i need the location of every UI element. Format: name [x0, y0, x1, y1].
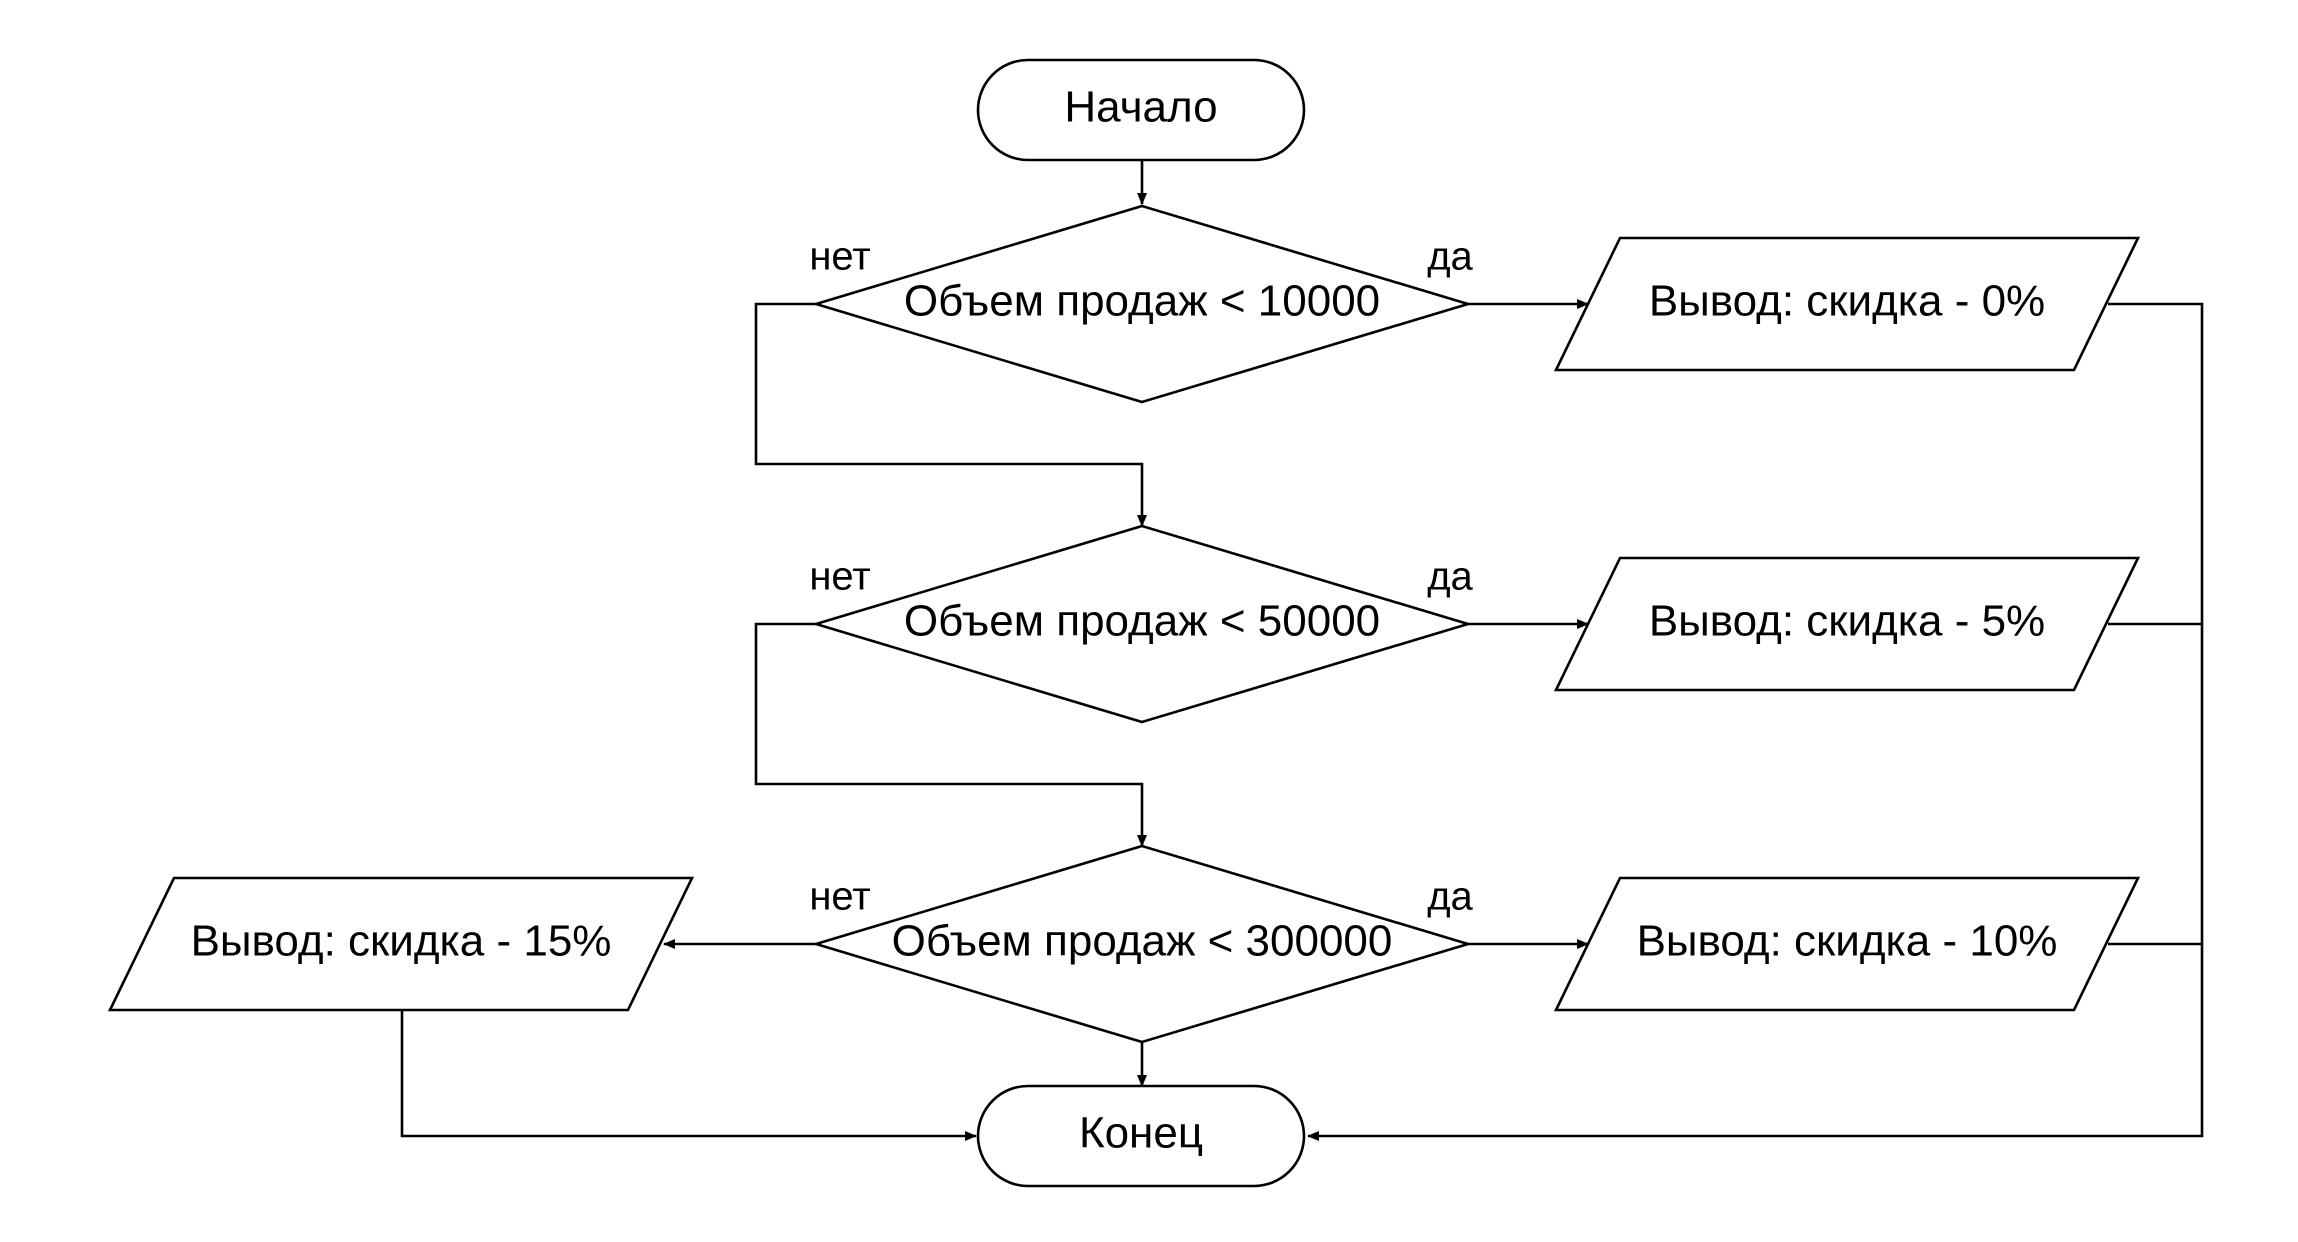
output-node-15: Вывод: скидка - 15%: [107, 876, 695, 1012]
output-0-label: Вывод: скидка - 0%: [1649, 277, 2045, 326]
decision-3-no-label: нет: [809, 875, 870, 919]
edge-out15-to-end: [400, 1010, 977, 1141]
end-node: Конец: [976, 1084, 1306, 1188]
decision-1-label: Объем продаж < 10000: [904, 277, 1380, 326]
decision-node-3: Объем продаж < 300000 нет да: [809, 844, 1474, 1044]
edge-cond2-no-to-cond3: [754, 622, 1147, 847]
decision-2-yes-label: да: [1427, 555, 1473, 599]
decision-3-label: Объем продаж < 300000: [892, 917, 1393, 966]
decision-3-yes-label: да: [1427, 875, 1473, 919]
output-node-0: Вывод: скидка - 0%: [1553, 236, 2141, 372]
output-15-label: Вывод: скидка - 15%: [191, 917, 612, 966]
end-label: Конец: [1079, 1109, 1203, 1158]
decision-node-1: Объем продаж < 10000 нет да: [809, 204, 1474, 404]
decision-2-label: Объем продаж < 50000: [904, 597, 1380, 646]
output-5-label: Вывод: скидка - 5%: [1649, 597, 2045, 646]
decision-1-no-label: нет: [809, 235, 870, 279]
edge-cond1-no-to-cond2: [754, 302, 1147, 527]
edge-out0-to-merge: [1307, 302, 2204, 1141]
start-label: Начало: [1064, 83, 1217, 132]
decision-1-yes-label: да: [1427, 235, 1473, 279]
decision-2-no-label: нет: [809, 555, 870, 599]
output-node-5: Вывод: скидка - 5%: [1553, 556, 2141, 692]
output-10-label: Вывод: скидка - 10%: [1637, 917, 2058, 966]
start-node: Начало: [976, 58, 1306, 162]
decision-node-2: Объем продаж < 50000 нет да: [809, 524, 1474, 724]
edges: [400, 160, 2204, 1141]
output-node-10: Вывод: скидка - 10%: [1553, 876, 2141, 1012]
